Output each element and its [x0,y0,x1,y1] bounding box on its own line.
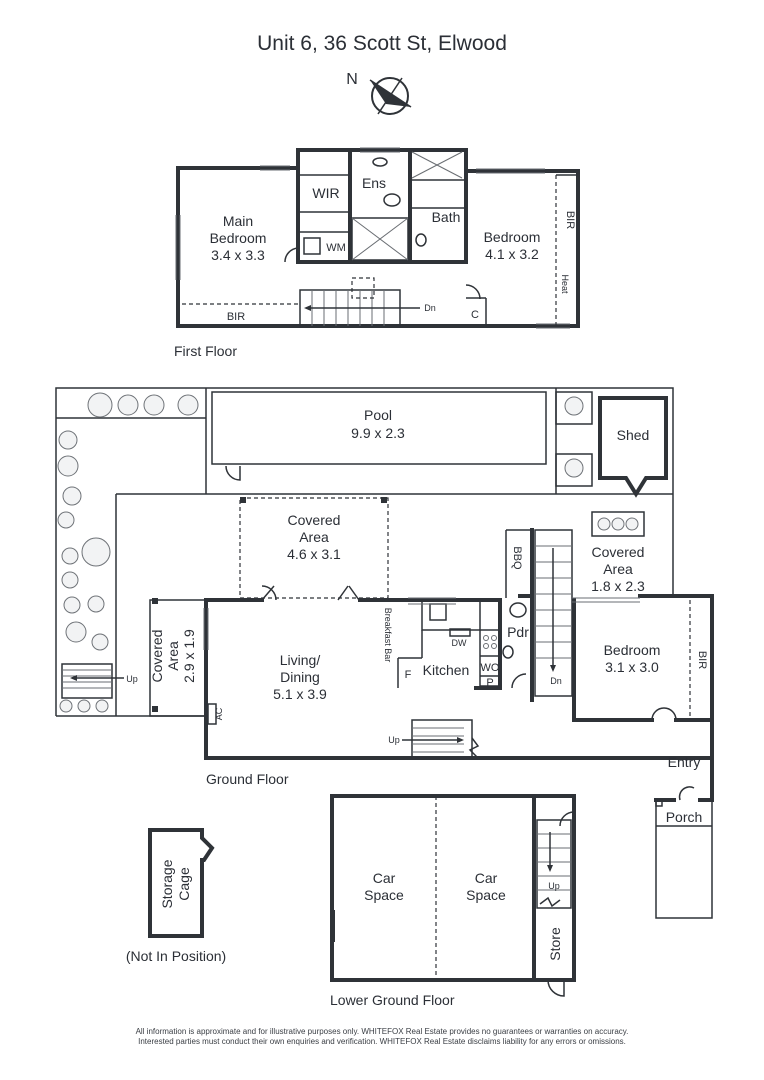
wir-label: WIR [312,185,339,201]
shed-label: Shed [617,427,650,443]
bath-label: Bath [432,209,461,225]
ground-floor-title: Ground Floor [206,771,289,787]
lower-up-label: Up [548,881,560,891]
covered-area-main-dims: 4.6 x 3.1 [287,546,341,562]
heat-label: Heat [560,274,570,294]
not-in-position-label: (Not In Position) [126,948,226,964]
garden-up-label: Up [126,674,138,684]
storage-label-2: Cage [176,867,192,901]
car-space-2-label-2: Space [466,887,506,903]
disclaimer-line-2: Interested parties must conduct their ow… [138,1037,626,1046]
fridge-label: F [405,669,412,681]
compass-icon [369,77,412,115]
c-label: C [471,309,479,321]
wo-label: WO [481,662,500,674]
bedroom-1-label: Bedroom [484,229,541,245]
covered-area-left-label: Covered [149,630,165,683]
bedroom-2-dims: 3.1 x 3.0 [605,659,659,675]
living-label-2: Dining [280,669,320,685]
first-dn-label: Dn [424,303,436,313]
breakfast-bar-label: Breakfast Bar [383,608,393,663]
bedroom-2-label: Bedroom [604,642,661,658]
page-title: Unit 6, 36 Scott St, Elwood [257,32,507,55]
entry-label: Entry [668,754,701,770]
covered-area-main-label-2: Area [299,529,329,545]
pool-dims: 9.9 x 2.3 [351,425,405,441]
bir-left-label: BIR [227,311,245,323]
lower-ground-floor-plan: Car Space Car Space Up Store Storage Cag… [126,794,576,1008]
ac-label: AC [214,707,224,720]
pool-label: Pool [364,407,392,423]
disclaimer-line-1: All information is approximate and for i… [136,1027,629,1036]
wm-label: WM [326,242,346,254]
porch-label: Porch [666,809,703,825]
covered-area-main-label: Covered [288,512,341,528]
covered-area-right-dims: 1.8 x 2.3 [591,578,645,594]
car-space-1-label: Car [373,870,396,886]
main-bedroom-label-2: Bedroom [210,230,267,246]
covered-area-right-label-2: Area [603,561,633,577]
main-bedroom-dims: 3.4 x 3.3 [211,247,265,263]
pantry-label: P [486,677,493,689]
covered-area-right-label: Covered [592,544,645,560]
ground-floor-plan: Pool 9.9 x 2.3 Shed Covered Area 4.6 x 3… [55,387,714,919]
ensuite-label: Ens [362,175,386,191]
powder-room-label: Pdr [507,624,529,640]
dw-label: DW [452,638,467,648]
living-dims: 5.1 x 3.9 [273,686,327,702]
living-label: Living/ [280,652,321,668]
storage-label: Storage [159,859,175,908]
bbq-label: BBQ [511,546,523,570]
first-floor-plan: Main Bedroom 3.4 x 3.3 WIR Ens Bath WM B… [174,147,580,359]
covered-area-left-dims: 2.9 x 1.9 [181,629,197,683]
bir-right-label: BIR [564,211,576,229]
ground-up-label: Up [388,735,400,745]
lower-ground-floor-title: Lower Ground Floor [330,992,455,1008]
store-label: Store [547,927,563,961]
garden-trees [57,392,639,713]
ground-bir-label: BIR [696,651,708,669]
main-bedroom-label: Main [223,213,253,229]
car-space-2-label: Car [475,870,498,886]
covered-area-left-label-2: Area [165,641,181,671]
car-space-1-label-2: Space [364,887,404,903]
first-floor-title: First Floor [174,343,237,359]
bedroom-1-dims: 4.1 x 3.2 [485,246,539,262]
kitchen-label: Kitchen [423,662,470,678]
compass-label: N [346,71,358,88]
ground-dn-label: Dn [550,676,562,686]
